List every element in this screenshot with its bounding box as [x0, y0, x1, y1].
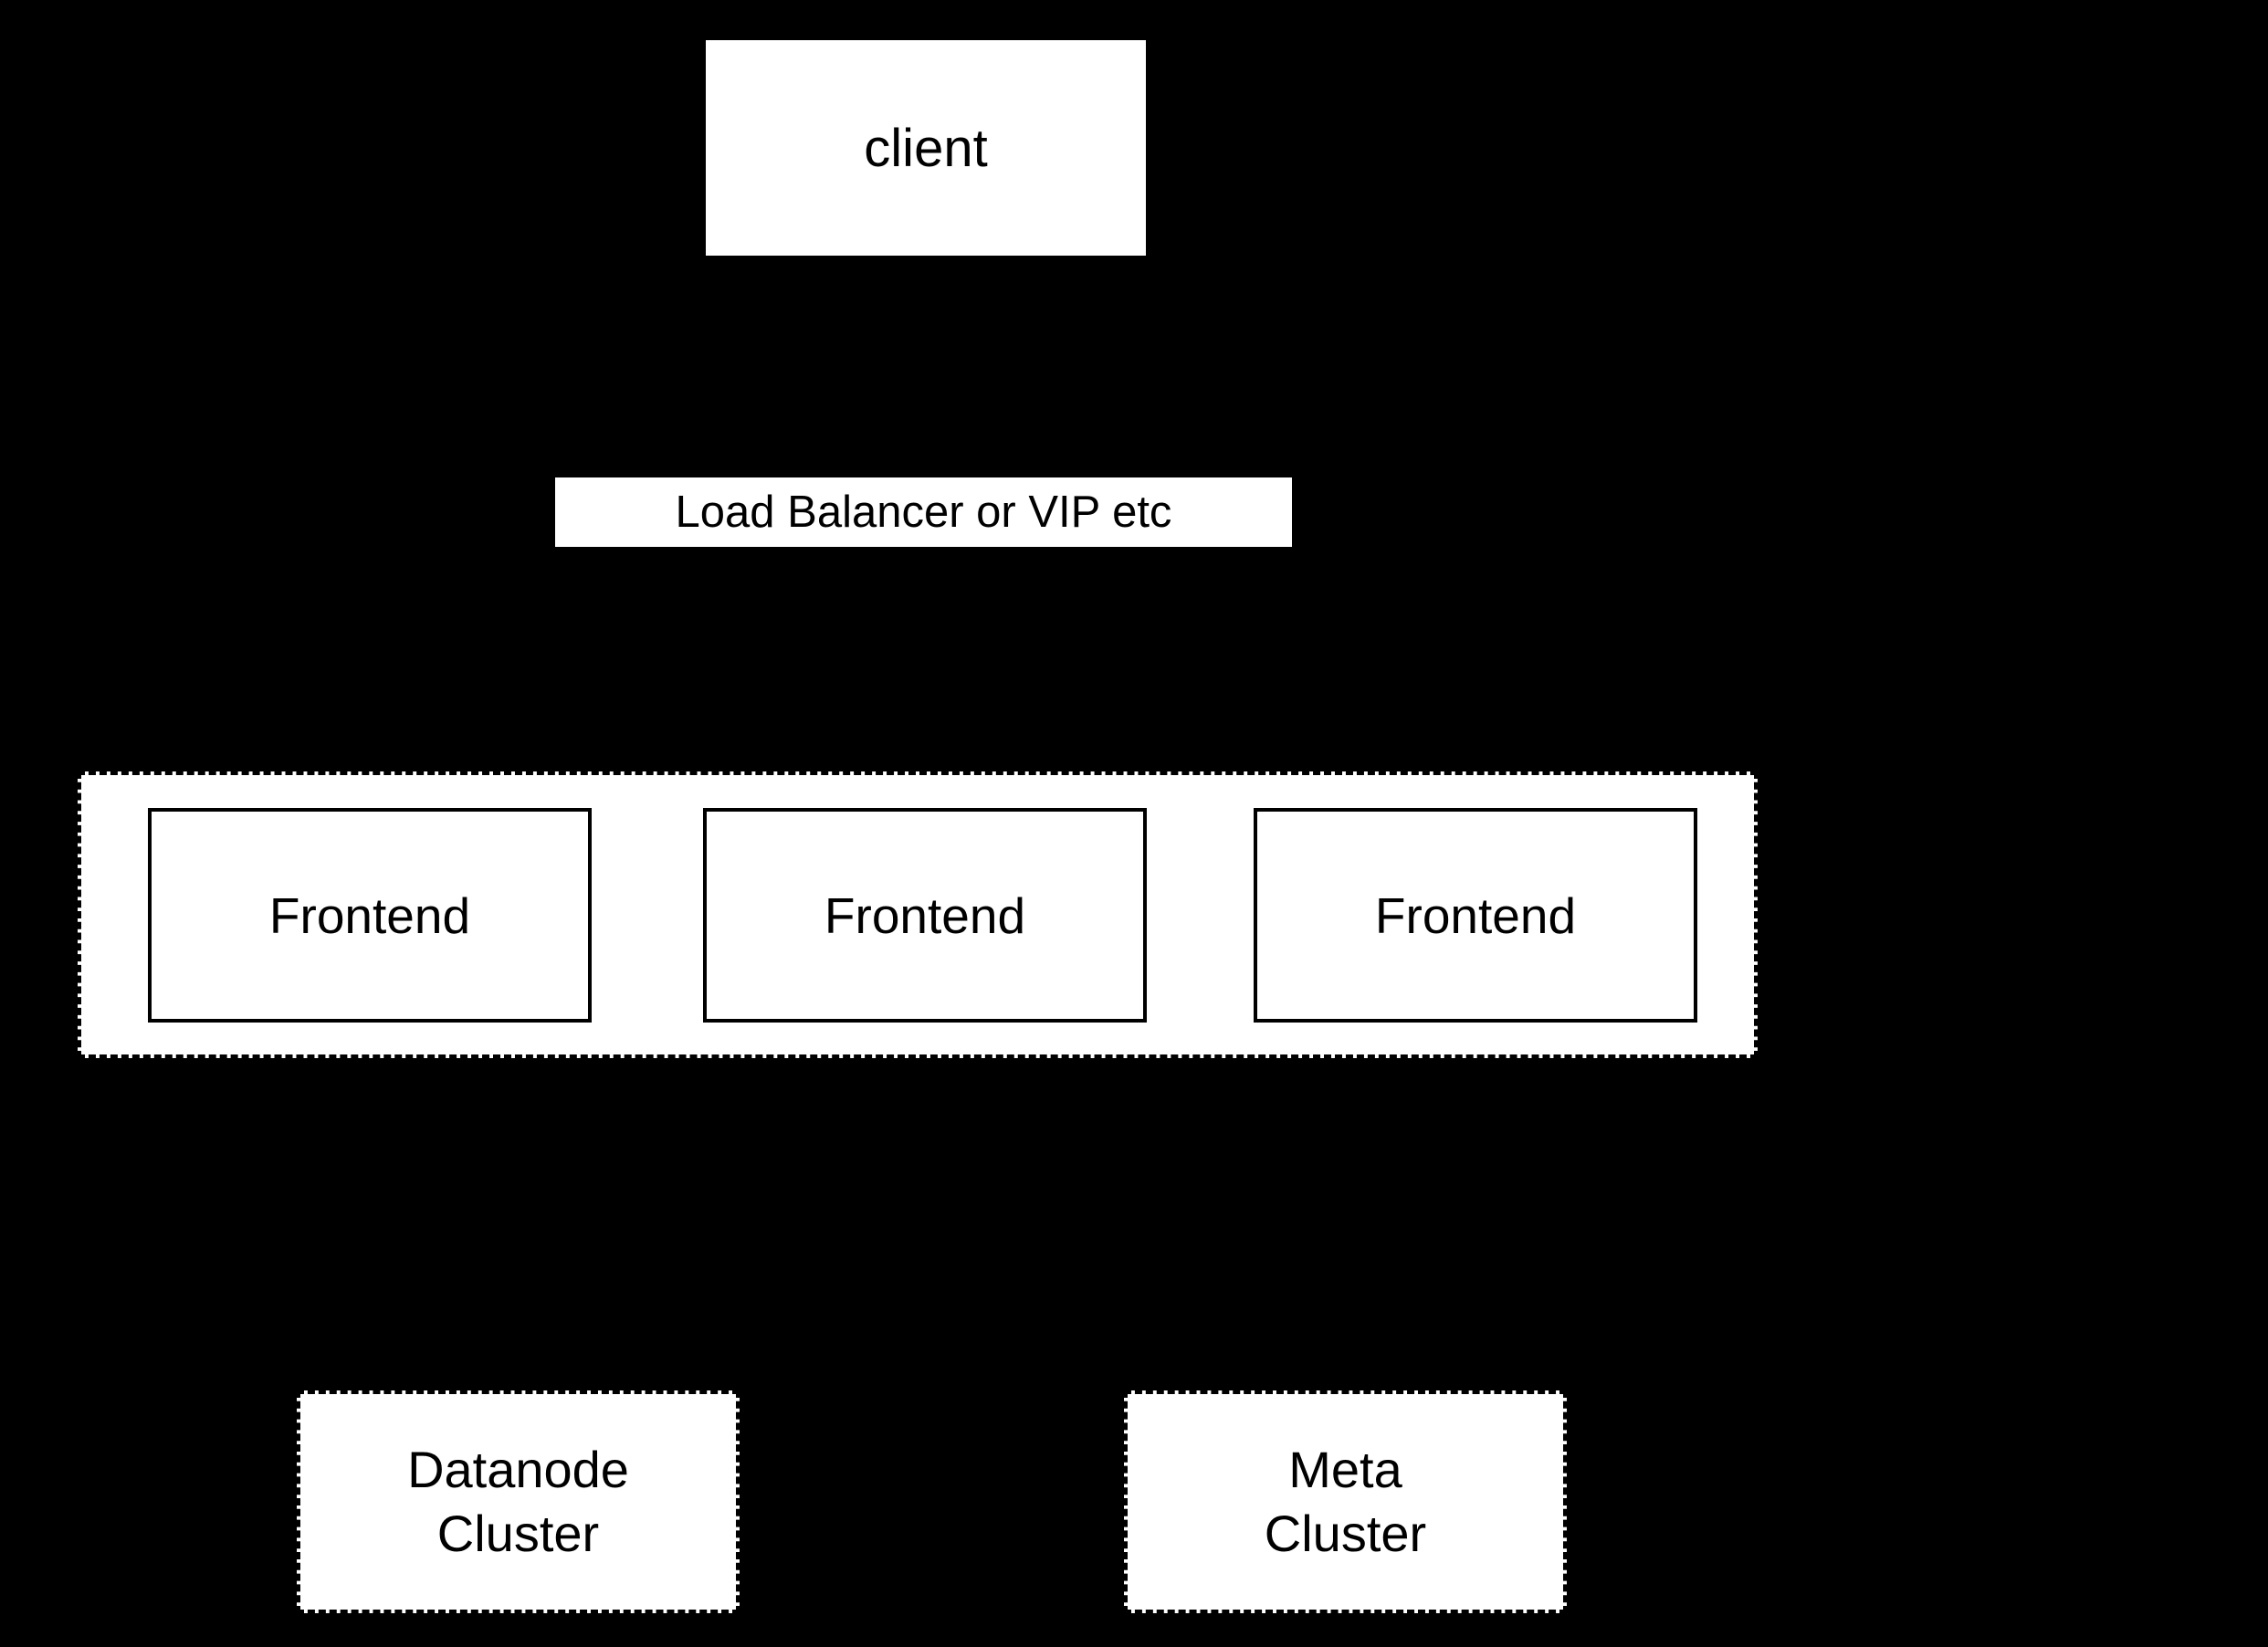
frontend-node-1: Frontend [148, 808, 592, 1023]
load-balancer-node: Load Balancer or VIP etc [555, 477, 1292, 547]
meta-cluster-label-line1: Meta [1288, 1441, 1402, 1498]
frontend-node-3: Frontend [1254, 808, 1697, 1023]
frontend-node-2: Frontend [703, 808, 1147, 1023]
meta-cluster-node: Meta Cluster [1124, 1390, 1567, 1613]
meta-cluster-label-line2: Cluster [1264, 1505, 1427, 1562]
datanode-cluster-label-line1: Datanode [407, 1441, 629, 1498]
datanode-cluster-node: Datanode Cluster [297, 1390, 740, 1613]
datanode-cluster-label-line2: Cluster [436, 1505, 600, 1562]
client-node: client [706, 40, 1146, 256]
